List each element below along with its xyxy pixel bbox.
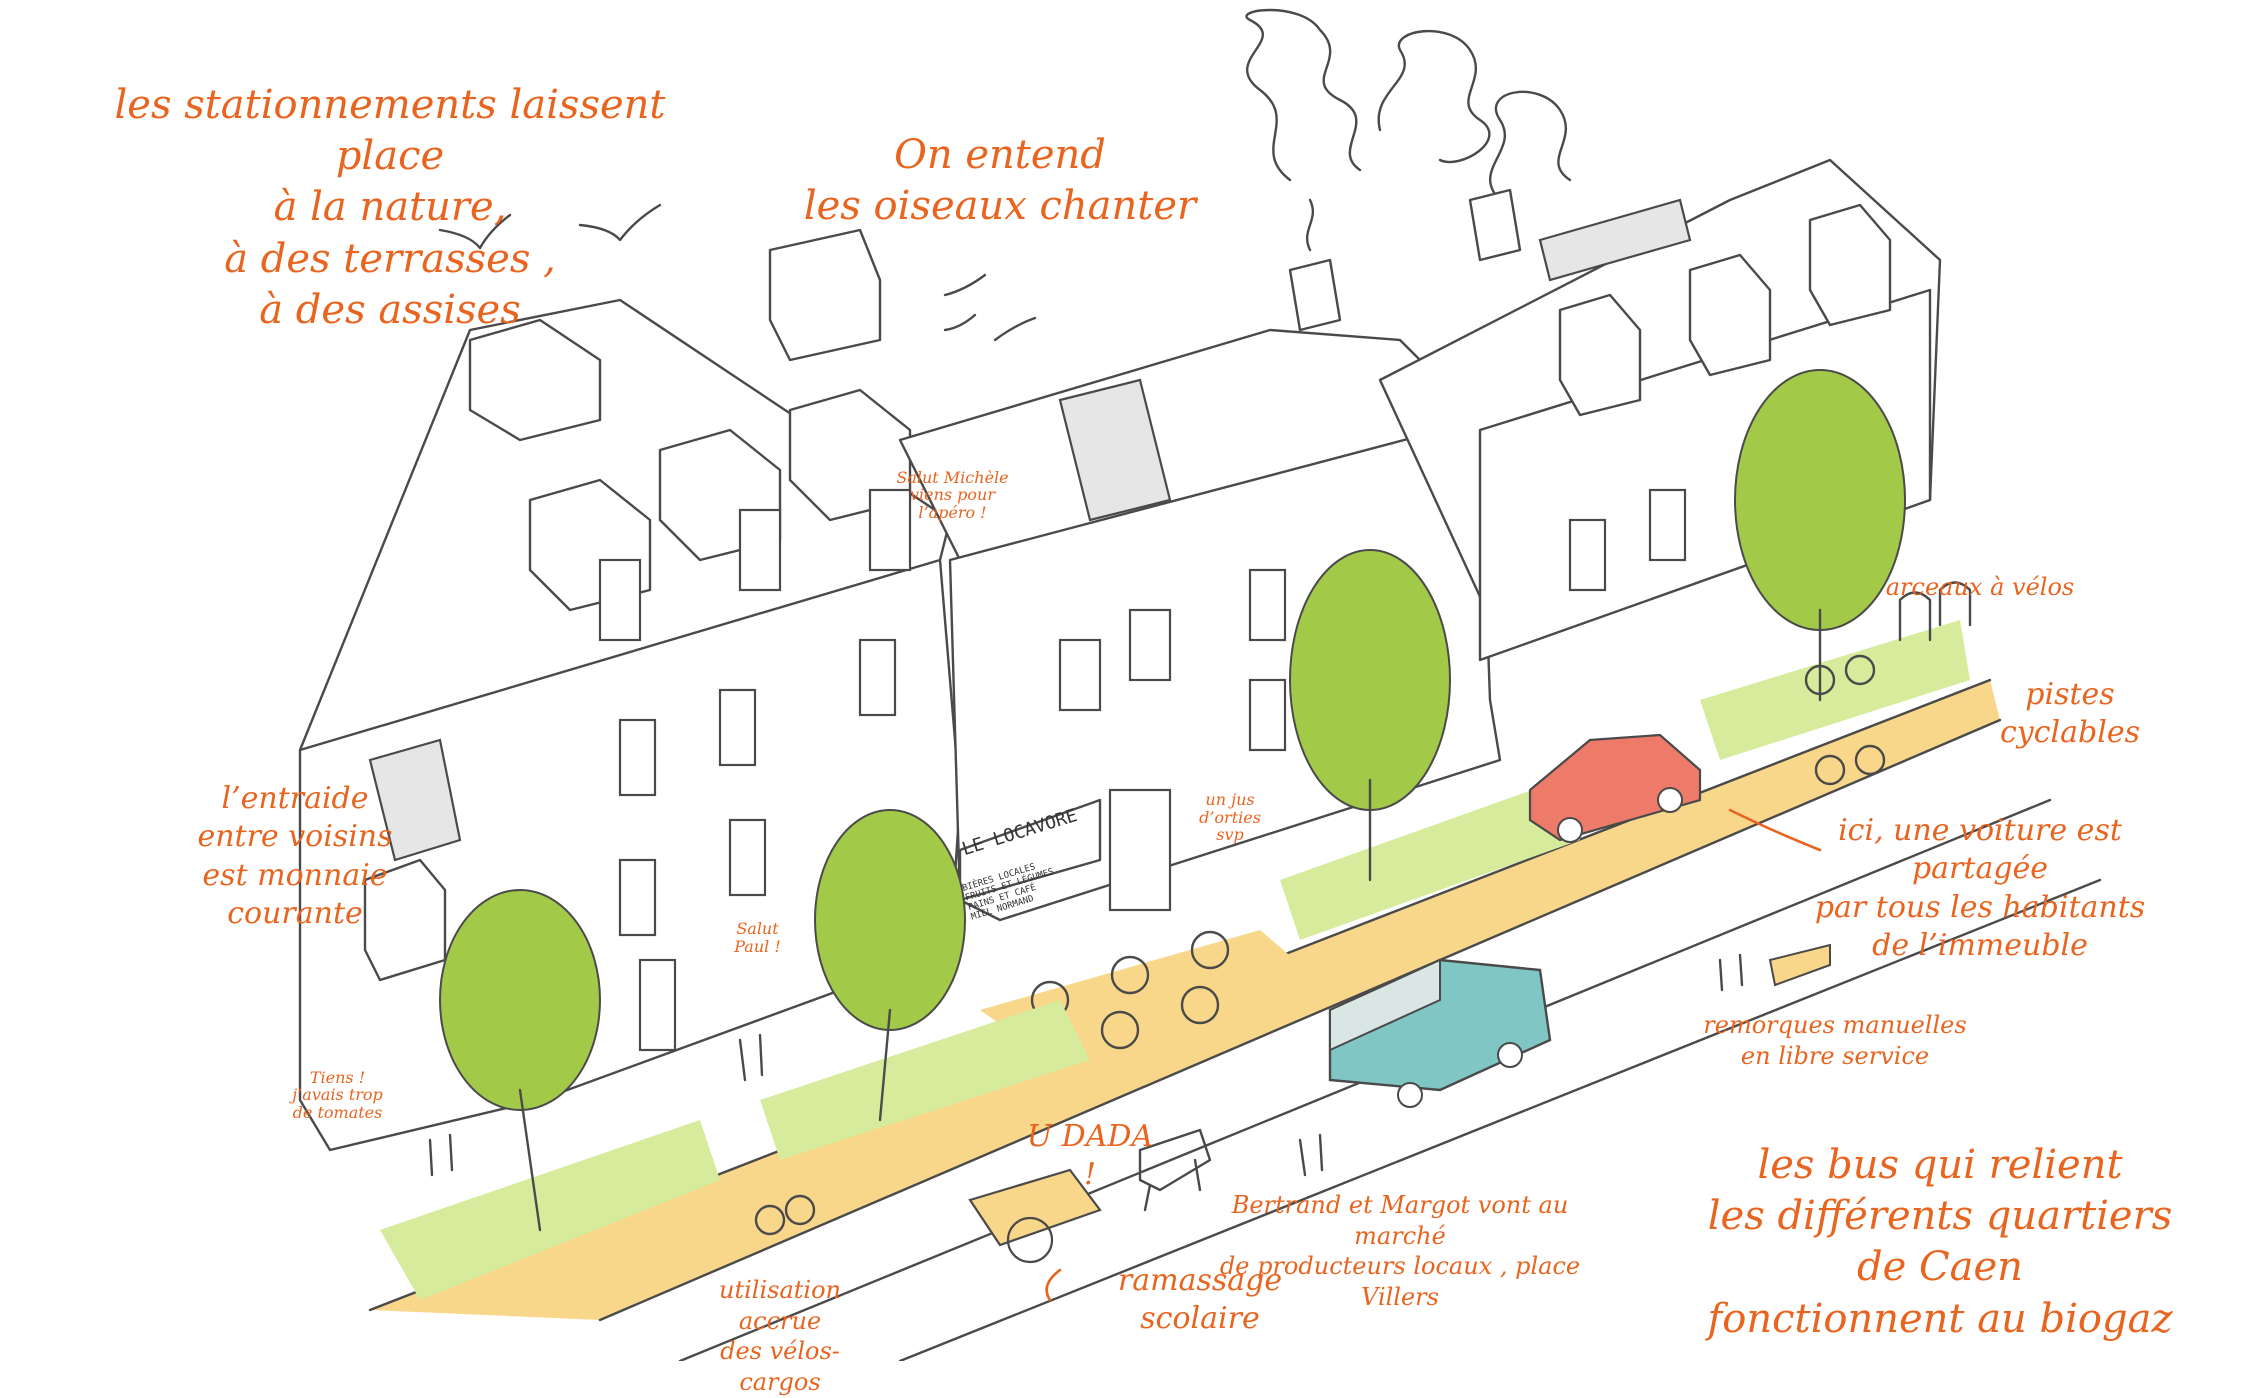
speech-bubble-nettle: un jus d’orties svp xyxy=(1199,790,1261,845)
street-illustration xyxy=(298,8,2102,1361)
tree xyxy=(1734,369,1906,702)
annotation-parking: les stationnements laissent place à la n… xyxy=(114,82,666,333)
bike-racks xyxy=(1898,581,1972,642)
annotation-school-pickup: ramassage scolaire xyxy=(1117,1263,1283,1337)
tree xyxy=(439,889,601,1232)
annotation-buses: les bus qui relient les différents quart… xyxy=(1707,1142,2173,1342)
cargo-bikes xyxy=(754,654,1886,1236)
annotation-shared-car: ici, une voiture est partagée par tous l… xyxy=(1814,813,2146,964)
speech-bubble-tomatoes: Tiens ! j’avais trop de tomates xyxy=(292,1067,383,1122)
birds xyxy=(438,203,1037,342)
annotation-mutual-aid: l’entraide entre voisins est monnaie cou… xyxy=(197,781,393,932)
pedestrians xyxy=(428,953,1744,1177)
horse-cart xyxy=(968,1128,1212,1264)
tree xyxy=(814,809,966,1122)
planting-beds xyxy=(380,620,1970,1300)
annotation-cargo-bikes: utilisation accrue des vélos-cargos xyxy=(719,1276,841,1397)
chimney-smoke xyxy=(1245,8,1572,252)
annotation-bike-lanes: pistes cyclables xyxy=(2000,677,2140,751)
tree xyxy=(1289,549,1451,882)
annotation-u-dada: U DADA ! xyxy=(1026,1119,1154,1193)
annotation-carts: remorques manuelles en libre service xyxy=(1703,1011,1967,1070)
annotation-bike-racks: arceaux à vélos xyxy=(1885,573,2075,601)
biogas-bus xyxy=(1328,958,1552,1108)
annotation-market: Bertrand et Margot vont au marché de pro… xyxy=(1219,1191,1581,1312)
speech-bubble-paul: Salut Paul ! xyxy=(734,918,781,956)
manual-carts xyxy=(1768,943,1831,987)
leader-lines xyxy=(1045,808,1822,1302)
shared-car xyxy=(1528,733,1702,843)
trees xyxy=(439,369,1906,1232)
speech-bubble-michele: Salut Michèle viens pour l’apéro ! xyxy=(896,467,1009,522)
annotation-birds: On entend les oiseaux chanter xyxy=(803,132,1197,230)
